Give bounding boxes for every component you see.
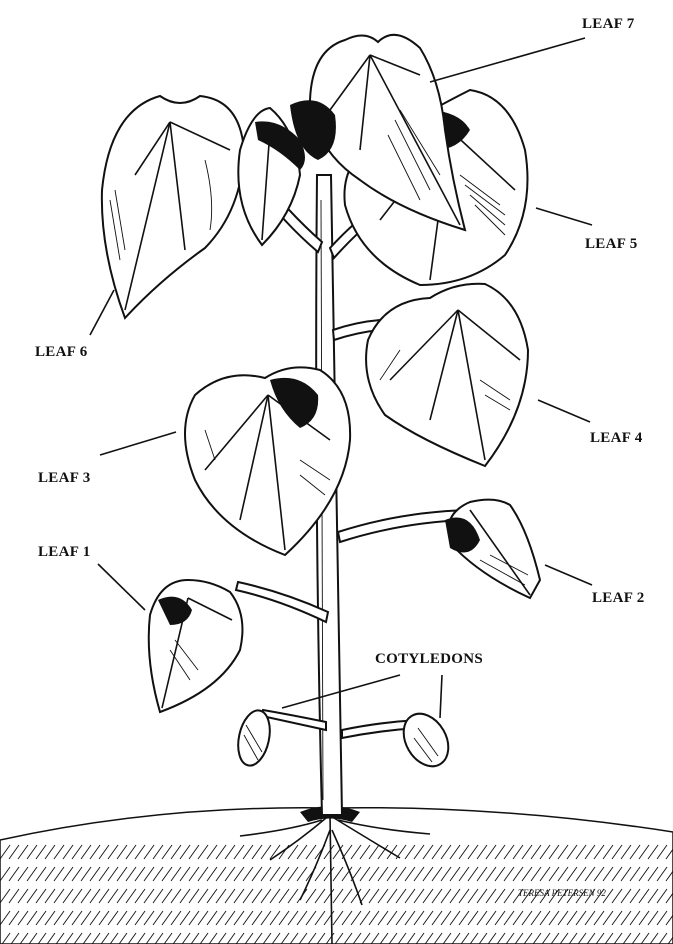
leaf-1 [149, 580, 243, 712]
label-leaf-2: LEAF 2 [592, 590, 645, 606]
leaf-4 [366, 284, 528, 466]
label-cotyledons: COTYLEDONS [375, 651, 483, 667]
label-leaf-6: LEAF 6 [35, 344, 88, 360]
cotyledon-right [395, 706, 458, 774]
label-leaf-1: LEAF 1 [38, 544, 91, 560]
label-leaf-5: LEAF 5 [585, 236, 638, 252]
label-leaf-3: LEAF 3 [38, 470, 91, 486]
artist-signature: TERESA PETERSEN 92 [518, 888, 606, 898]
label-leaf-7: LEAF 7 [582, 16, 635, 32]
leaf-2 [445, 500, 540, 598]
label-leaf-4: LEAF 4 [590, 430, 643, 446]
leaf-6 [102, 96, 244, 318]
ground [0, 808, 673, 944]
